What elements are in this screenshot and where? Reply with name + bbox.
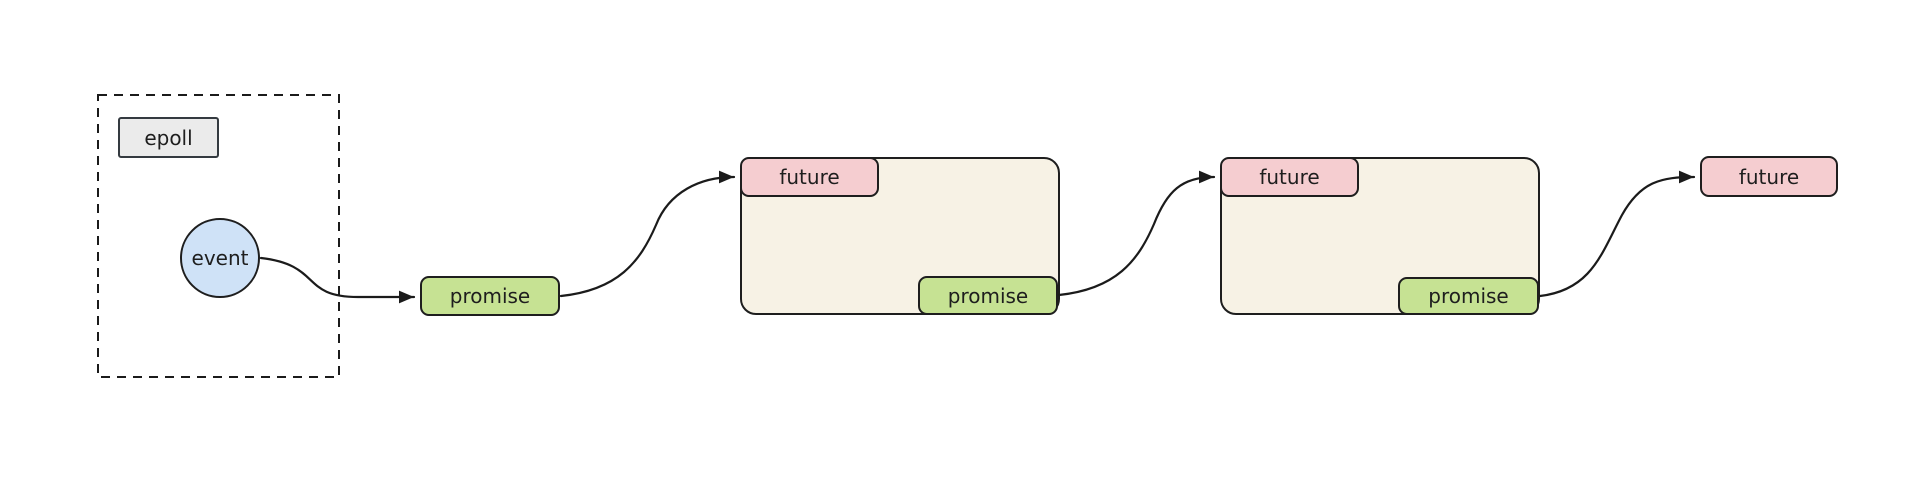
promise-node-2: promise xyxy=(918,276,1058,315)
arrow-promise-1-to-future-1 xyxy=(559,170,736,298)
future-node-2: future xyxy=(1220,157,1359,197)
event-node: event xyxy=(180,218,260,298)
future-node-1: future xyxy=(740,157,879,197)
epoll-node: epoll xyxy=(118,117,219,158)
arrow-promise-2-to-future-2 xyxy=(1057,170,1216,297)
arrow-event-to-promise-1 xyxy=(259,256,416,304)
promise-node-1: promise xyxy=(420,276,560,316)
promise-node-3: promise xyxy=(1398,277,1539,315)
future-node-3: future xyxy=(1700,156,1838,197)
arrow-promise-3-to-future-3 xyxy=(1538,170,1696,298)
